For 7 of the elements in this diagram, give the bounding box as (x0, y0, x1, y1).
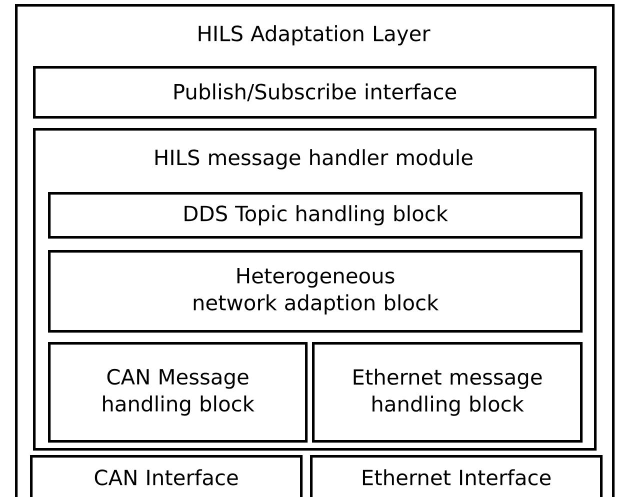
block-box: Publish/Subscribe interface (33, 66, 597, 119)
block-box: CAN Message handling block (48, 342, 308, 443)
block-box: DDS Topic handling block (48, 192, 583, 239)
block-box: CAN Interface (30, 455, 303, 497)
block-box: Ethernet Interface (310, 455, 603, 497)
block-box: Heterogeneous network adaption block (48, 250, 583, 333)
block-box: Ethernet message handling block (312, 342, 583, 443)
